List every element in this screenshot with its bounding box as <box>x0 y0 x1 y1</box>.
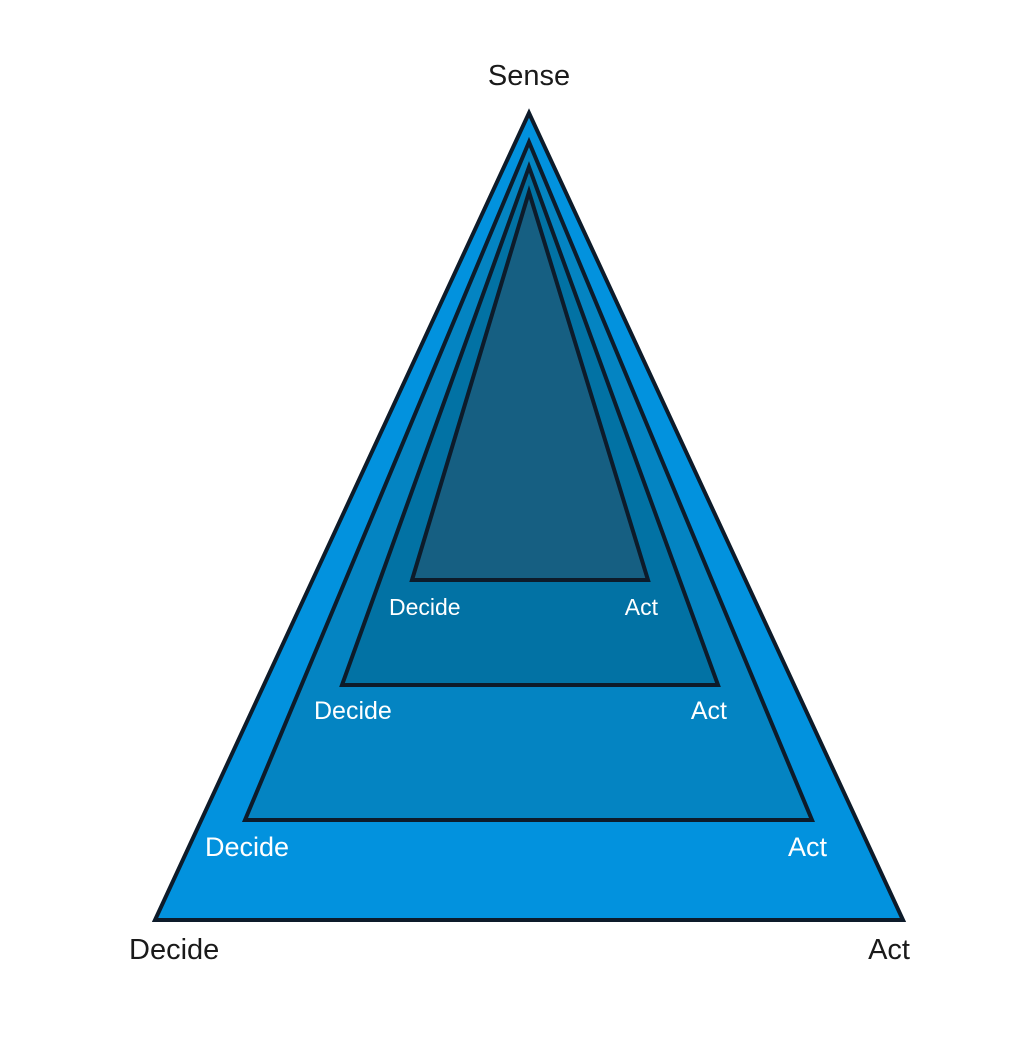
level-2-left-label-decide: Decide <box>205 832 290 862</box>
apex-label-sense: Sense <box>487 60 571 92</box>
triangle-level-4-innermost <box>409 185 651 582</box>
level-3-right-label-act: Act <box>690 697 727 725</box>
level-2-right-label-act: Act <box>787 832 827 862</box>
level-3-left-label-decide: Decide <box>314 697 392 725</box>
level-1-left-label-decide: Decide <box>129 934 220 966</box>
level-4-right-label-act: Act <box>624 594 658 620</box>
level-4-left-label-decide: Decide <box>389 594 461 620</box>
level-1-right-label-act: Act <box>868 934 910 966</box>
